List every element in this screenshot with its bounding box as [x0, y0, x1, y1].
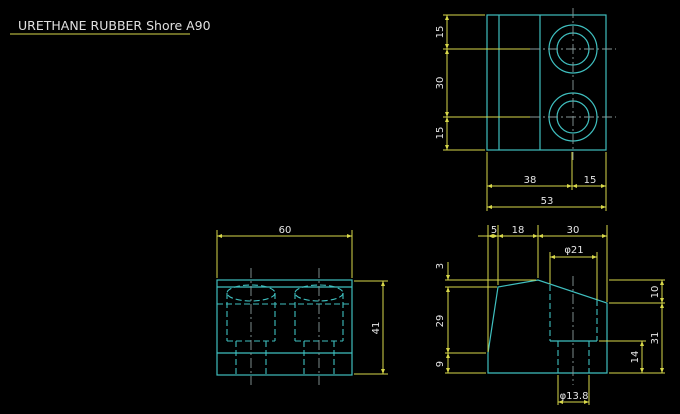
side-view-dimensions: 5 18 30 φ21 3 29 9 — [435, 225, 665, 405]
dim-phi13-8: φ13.8 — [560, 391, 589, 402]
dim-41: 41 — [371, 322, 382, 335]
side-view: 5 18 30 φ21 3 29 9 — [435, 225, 665, 405]
dim-15-top: 15 — [435, 26, 446, 39]
dim-29: 29 — [435, 315, 446, 328]
dim-30-side: 30 — [567, 225, 580, 236]
drawing-title: URETHANE RUBBER Shore A90 — [18, 18, 211, 33]
side-view-profile — [487, 279, 608, 374]
dim-18: 18 — [512, 225, 525, 236]
dim-60: 60 — [279, 225, 292, 236]
dim-15-bottom: 15 — [435, 127, 446, 140]
top-view-outline — [486, 14, 607, 151]
dim-5: 5 — [491, 225, 497, 236]
dim-10: 10 — [650, 286, 661, 299]
dim-9: 9 — [435, 361, 446, 367]
front-view: 60 41 — [216, 225, 388, 385]
dim-14: 14 — [630, 351, 641, 364]
dim-38: 38 — [524, 175, 537, 186]
top-view-left-dimensions: 15 30 15 — [435, 14, 530, 151]
front-view-dimensions: 60 41 — [216, 225, 388, 375]
dim-30: 30 — [435, 77, 446, 90]
top-view-bottom-dimensions: 38 15 53 — [486, 152, 607, 211]
title-block: URETHANE RUBBER Shore A90 — [10, 18, 211, 35]
front-view-outline — [216, 279, 353, 376]
dim-phi21: φ21 — [564, 245, 583, 256]
dim-53: 53 — [541, 196, 554, 207]
dim-15-right: 15 — [584, 175, 597, 186]
dim-3: 3 — [435, 263, 446, 269]
dim-31: 31 — [650, 332, 661, 345]
top-view: 15 30 15 38 15 53 — [435, 8, 616, 211]
